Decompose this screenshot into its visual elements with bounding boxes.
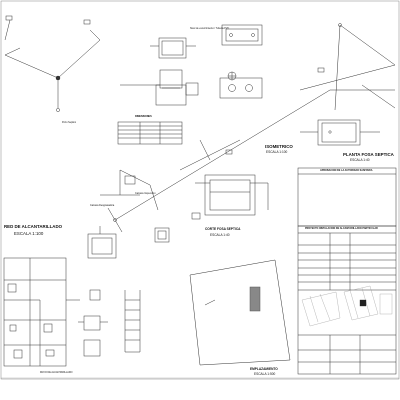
- isometric-main-line: [107, 89, 331, 233]
- septic-plan-scale: ESCALA 1:40: [350, 158, 370, 162]
- site-plan: [189, 259, 291, 366]
- small-box-center: [154, 227, 170, 243]
- inspection-chamber-label: Camara Inspeccion: [135, 192, 156, 195]
- septic-section: [191, 174, 269, 220]
- siting-scale: ESCALA 1:500: [254, 372, 276, 376]
- dimensions-table: [117, 121, 183, 145]
- floor-plan-left: [3, 257, 80, 367]
- drain-chamber-label: Camara Desgrasadora: [90, 204, 115, 207]
- septic-plan-title: PLANTA FOSA SEPTICA: [343, 152, 394, 157]
- project-title: PROYECTO INSTALACION DE ALCANTARILLADO P…: [305, 227, 378, 230]
- top-right-isometric-lines: [299, 23, 396, 111]
- inspection-chamber-isometric: [100, 169, 159, 211]
- legend-line-label: Nivel de escurrimiento / Tuberia PVC: [190, 27, 230, 30]
- well-section: [124, 290, 141, 353]
- footer-note: MAYO DE ALCANTARILLADO: [40, 371, 73, 374]
- isometric-title: ISOMETRICO: [265, 144, 293, 149]
- sewer-network-scale: ESCALA 1:100: [14, 231, 44, 236]
- chamber-detail-lower: [78, 226, 117, 357]
- registry-box-top: [219, 24, 263, 99]
- approval-title: APROBACION DE LA AUTORIDAD SANITARIA: [320, 169, 373, 172]
- sheet-border: [0, 0, 400, 380]
- siting-title: EMPLAZAMIENTO: [250, 367, 278, 371]
- isometric-scale: ESCALA 1:100: [266, 150, 288, 154]
- right-info-blocks: [297, 167, 397, 375]
- septic-tank-plan: [300, 119, 380, 146]
- pozo-septico-label: Pozo Septico: [62, 121, 77, 124]
- sewer-network-title: RED DE ALCANTARILLADO: [4, 224, 63, 229]
- location-map: [301, 285, 393, 327]
- chamber-detail-top: [120, 37, 199, 106]
- septic-section-title: CORTE FOSA SEPTICA: [205, 227, 241, 231]
- dimensions-table-title: DIMENSIONES: [135, 115, 152, 118]
- top-left-sewer-diagonals: [4, 15, 101, 112]
- septic-section-scale: ESCALA 1:40: [210, 233, 230, 237]
